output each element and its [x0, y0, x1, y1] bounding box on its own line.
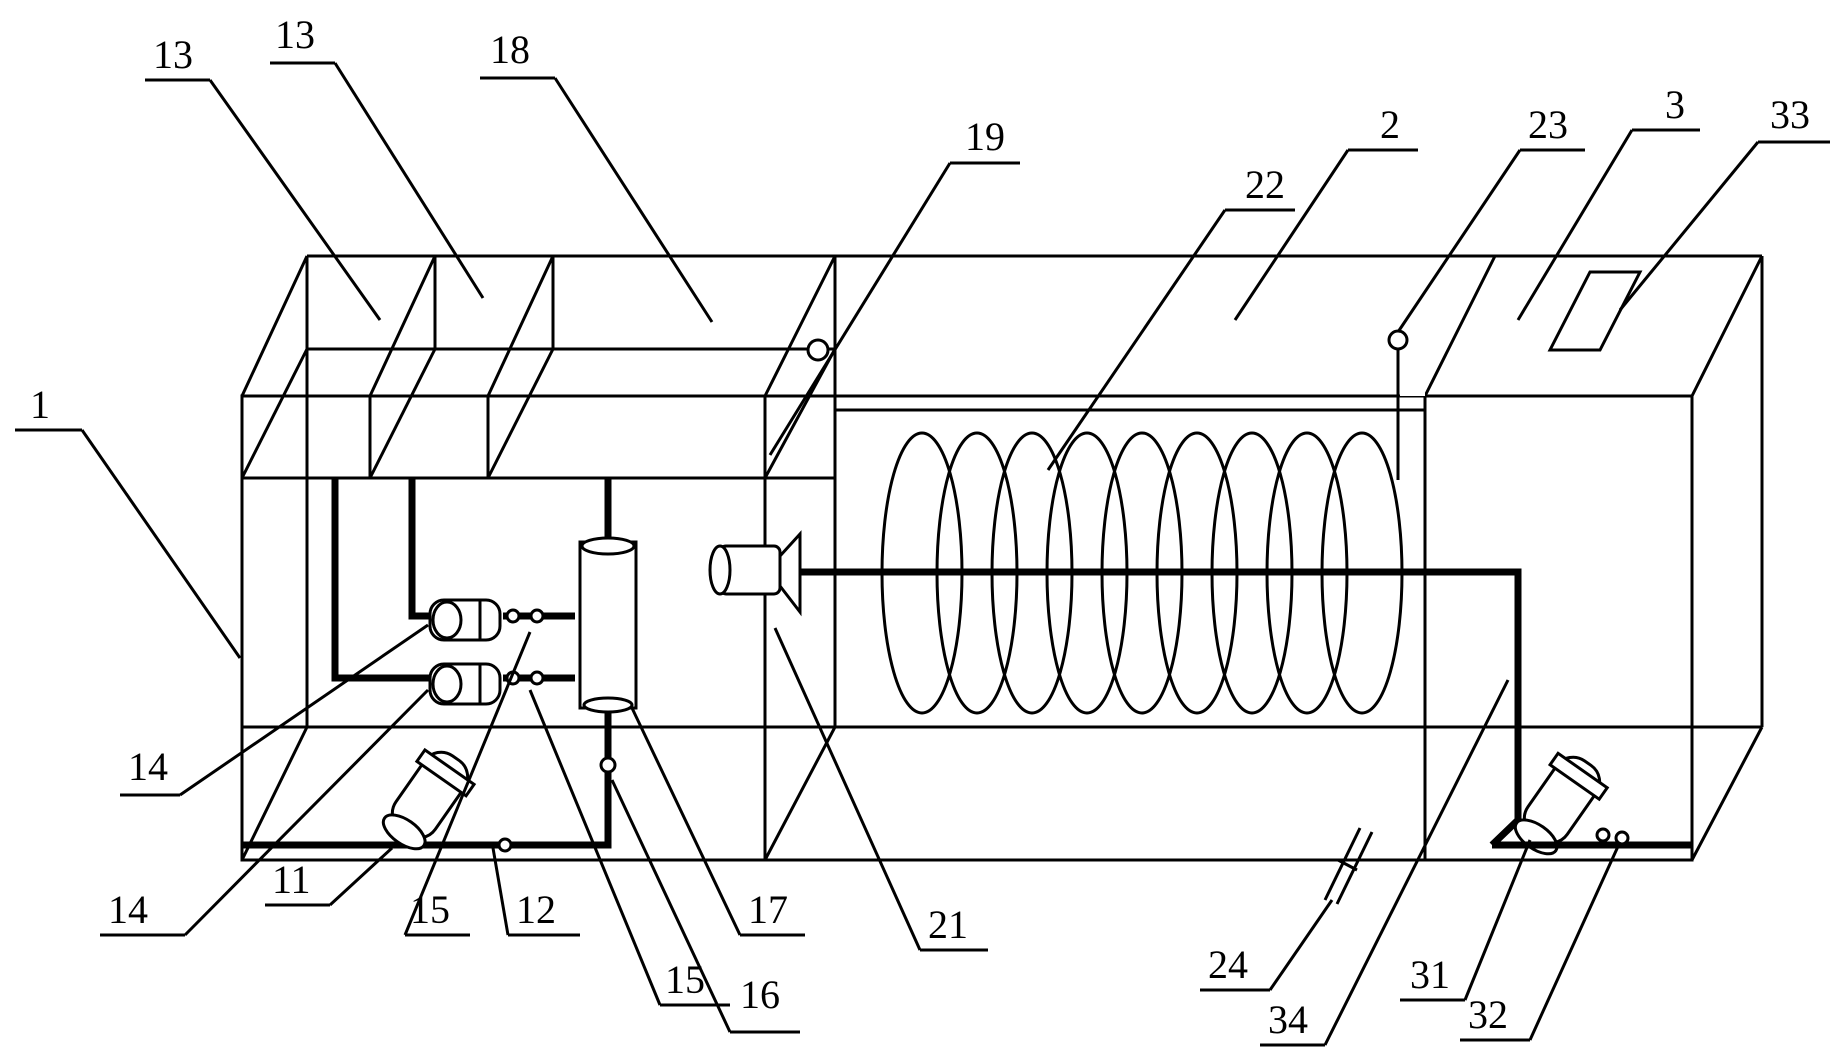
- top-cabinets: [240, 255, 837, 860]
- sensor-19: [806, 338, 830, 362]
- pump-31-flange: [1547, 751, 1610, 802]
- label-11: 11: [272, 857, 311, 902]
- pipe-cabinet2-to-pump: [408, 478, 432, 620]
- label-23: 23: [1528, 102, 1568, 147]
- section-2-3-divider: [835, 255, 1497, 860]
- housing-floor-depth-left: [240, 726, 309, 861]
- display-panel-33: [1547, 270, 1643, 352]
- motor-end: [381, 813, 427, 851]
- label-17: 17: [748, 887, 788, 932]
- label-15a: 15: [410, 887, 450, 932]
- valve-upper-a: [505, 608, 521, 624]
- thermometer-23: [1387, 329, 1409, 480]
- mixing-column-body: [578, 540, 638, 710]
- label-34: 34: [1268, 997, 1308, 1042]
- mixing-column-top: [580, 536, 636, 556]
- label-2: 2: [1380, 102, 1400, 147]
- label-3: 3: [1665, 82, 1685, 127]
- label-24: 24: [1208, 942, 1248, 987]
- coil-loop-1: [880, 431, 964, 715]
- heating-coil: [880, 431, 1404, 715]
- label-32: 32: [1468, 992, 1508, 1037]
- housing-outline: [240, 254, 1764, 862]
- coil-loop-7: [1210, 431, 1294, 715]
- pump-lower-cap: [431, 664, 463, 704]
- main-pipe: [800, 568, 1522, 848]
- coil-loop-2: [935, 431, 1019, 715]
- thermometer-bulb: [1387, 329, 1409, 351]
- housing-floor-depth-mid: [763, 726, 837, 861]
- valve-lower-b: [529, 670, 545, 686]
- leader-lines: [15, 61, 1830, 1047]
- label-15b: 15: [665, 957, 705, 1002]
- pipe-column-to-bottom: [242, 710, 612, 849]
- valve-32a: [1595, 827, 1611, 843]
- motor: [381, 747, 477, 851]
- label-31: 31: [1410, 952, 1450, 997]
- label-18: 18: [490, 27, 530, 72]
- motor-flange: [414, 747, 477, 798]
- drain-24: [1323, 827, 1374, 905]
- pump-upper: [428, 598, 502, 642]
- cabinet-divider-1-bottom: [368, 348, 437, 479]
- nozzle-21: [708, 530, 802, 617]
- label-13b: 13: [275, 12, 315, 57]
- coil-loop-3: [990, 431, 1074, 715]
- valve-32b: [1614, 830, 1630, 846]
- divider-23-top: [1423, 255, 1497, 397]
- housing-depth-edge-right-bottom: [1690, 726, 1764, 861]
- pump-lower: [428, 662, 502, 706]
- valve-bottom-line: [497, 837, 513, 853]
- coil-loop-8: [1265, 431, 1349, 715]
- label-14a: 14: [128, 744, 168, 789]
- coil-loop-4: [1045, 431, 1129, 715]
- label-16: 16: [740, 972, 780, 1017]
- label-19: 19: [965, 114, 1005, 159]
- cabinet-depth-left: [240, 348, 309, 479]
- label-12: 12: [516, 887, 556, 932]
- mixing-column: [578, 536, 638, 714]
- valve-column-outlet: [599, 756, 617, 774]
- valves: [497, 608, 617, 853]
- coil-loop-5: [1100, 431, 1184, 715]
- housing-depth-edge-right-top: [1690, 255, 1764, 397]
- pump-upper-cap: [431, 600, 463, 640]
- part-labels: 1 2 3 11 12 13 13 14 14 15 15 16 17 18 1…: [30, 12, 1810, 1042]
- label-22: 22: [1245, 162, 1285, 207]
- housing-front-face: [240, 394, 1694, 862]
- label-21: 21: [928, 902, 968, 947]
- housing-depth-edge-left: [240, 255, 309, 397]
- mixing-column-bottom: [582, 696, 634, 714]
- coil-loop-9: [1320, 431, 1404, 715]
- nozzle-inlet: [708, 544, 732, 596]
- pipe-cabinet1-to-pump: [331, 478, 430, 682]
- label-1: 1: [30, 382, 50, 427]
- valve-upper-b: [529, 608, 545, 624]
- label-13a: 13: [153, 32, 193, 77]
- nozzle-cone: [778, 530, 802, 617]
- label-14b: 14: [108, 887, 148, 932]
- section-divider-top: [763, 255, 837, 397]
- cabinet-divider-1-top: [368, 255, 437, 397]
- label-33: 33: [1770, 92, 1810, 137]
- coil-loop-6: [1155, 431, 1239, 715]
- cabinet-divider-2-bottom: [486, 348, 555, 479]
- cabinet-divider-2-top: [486, 255, 555, 397]
